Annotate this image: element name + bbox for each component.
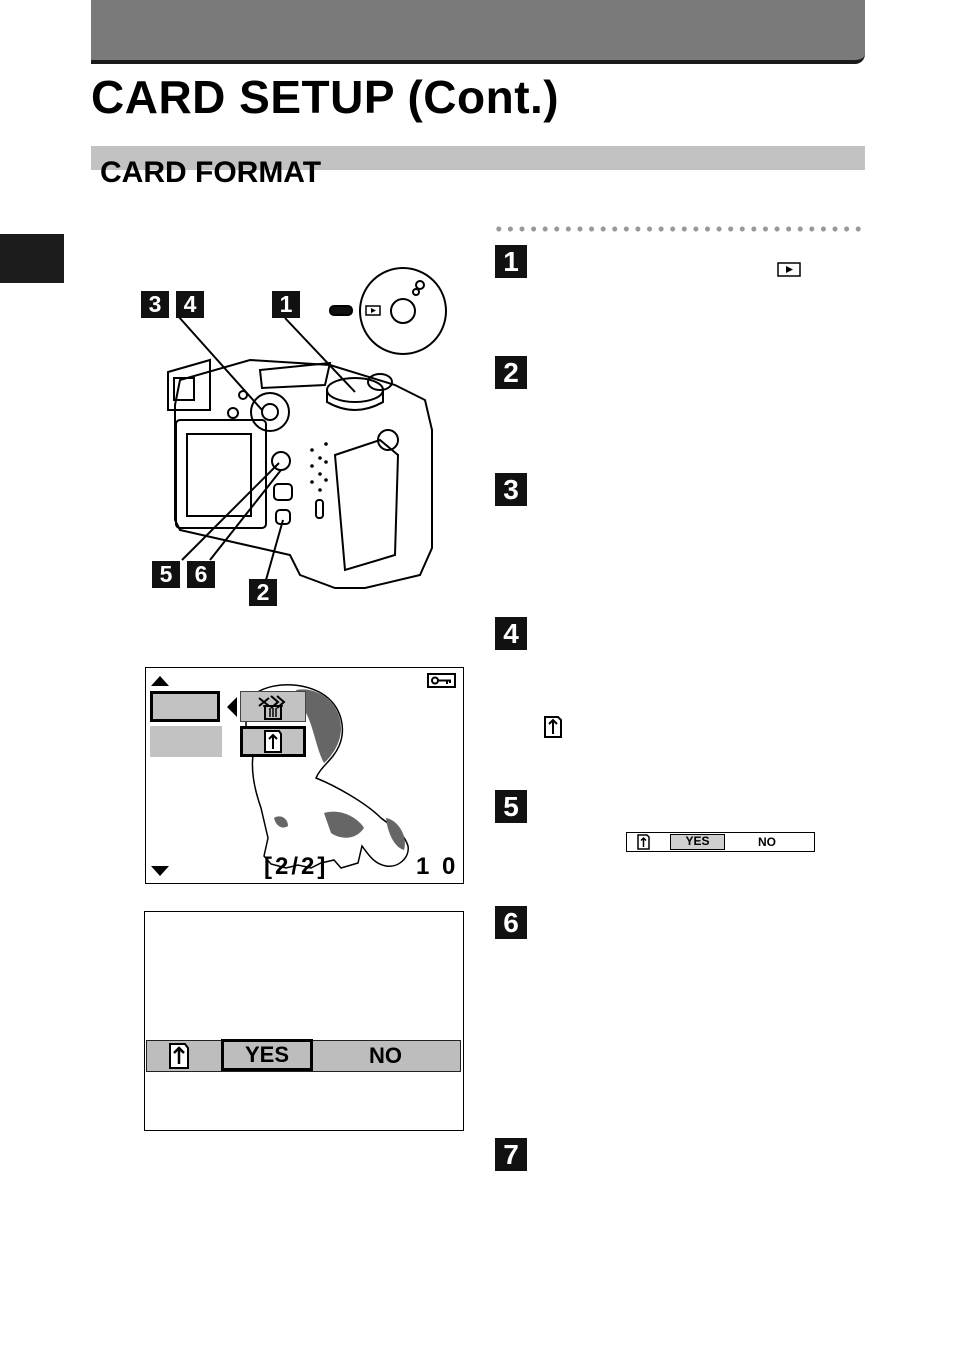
lcd-confirm-screen (144, 911, 464, 1131)
mini-yes-option: YES (670, 834, 725, 850)
page-title: CARD SETUP (Cont.) (91, 71, 560, 123)
callout-4: 4 (176, 291, 204, 318)
no-button[interactable]: NO (369, 1043, 402, 1068)
scroll-up-icon (151, 676, 169, 686)
section-band (91, 146, 865, 170)
side-tab (0, 234, 64, 283)
page-indicator: [2/2] (264, 853, 329, 880)
step-1: 1 (495, 245, 527, 278)
dog-illustration (245, 684, 409, 869)
yes-button[interactable]: YES (221, 1039, 313, 1071)
callout-1: 1 (272, 291, 300, 318)
callout-3: 3 (141, 291, 169, 318)
card-format-icon (637, 834, 650, 850)
menu-tab-selected[interactable] (150, 691, 220, 722)
card-format-icon (544, 716, 562, 738)
mini-confirm-bar: YES NO (626, 832, 815, 852)
card-format-button[interactable] (240, 726, 306, 757)
callout-5: 5 (152, 561, 180, 588)
card-format-icon (264, 730, 282, 753)
header-bar (91, 0, 865, 64)
frame-counter: 1 0 (416, 853, 459, 880)
erase-all-button[interactable] (240, 691, 306, 722)
play-mode-icon (777, 262, 801, 277)
protect-key-icon (427, 673, 456, 688)
dotted-divider (493, 226, 865, 232)
erase-all-icon (258, 695, 286, 720)
pointer-icon (227, 697, 237, 717)
step-3: 3 (495, 473, 527, 506)
lcd-menu-screen: [2/2] 1 0 (145, 667, 464, 884)
step-2: 2 (495, 356, 527, 389)
confirm-bar: YES NO (146, 1039, 461, 1072)
step-6: 6 (495, 906, 527, 939)
step-7: 7 (495, 1138, 527, 1171)
callout-6: 6 (187, 561, 215, 588)
camera-illustration (167, 267, 447, 589)
section-title: CARD FORMAT (100, 156, 322, 189)
step-5: 5 (495, 790, 527, 823)
card-format-icon (169, 1043, 189, 1069)
callout-2: 2 (249, 579, 277, 606)
menu-tab[interactable] (150, 726, 222, 757)
step-4: 4 (495, 617, 527, 650)
mini-no-option: NO (758, 835, 776, 849)
scroll-down-icon (151, 866, 169, 876)
